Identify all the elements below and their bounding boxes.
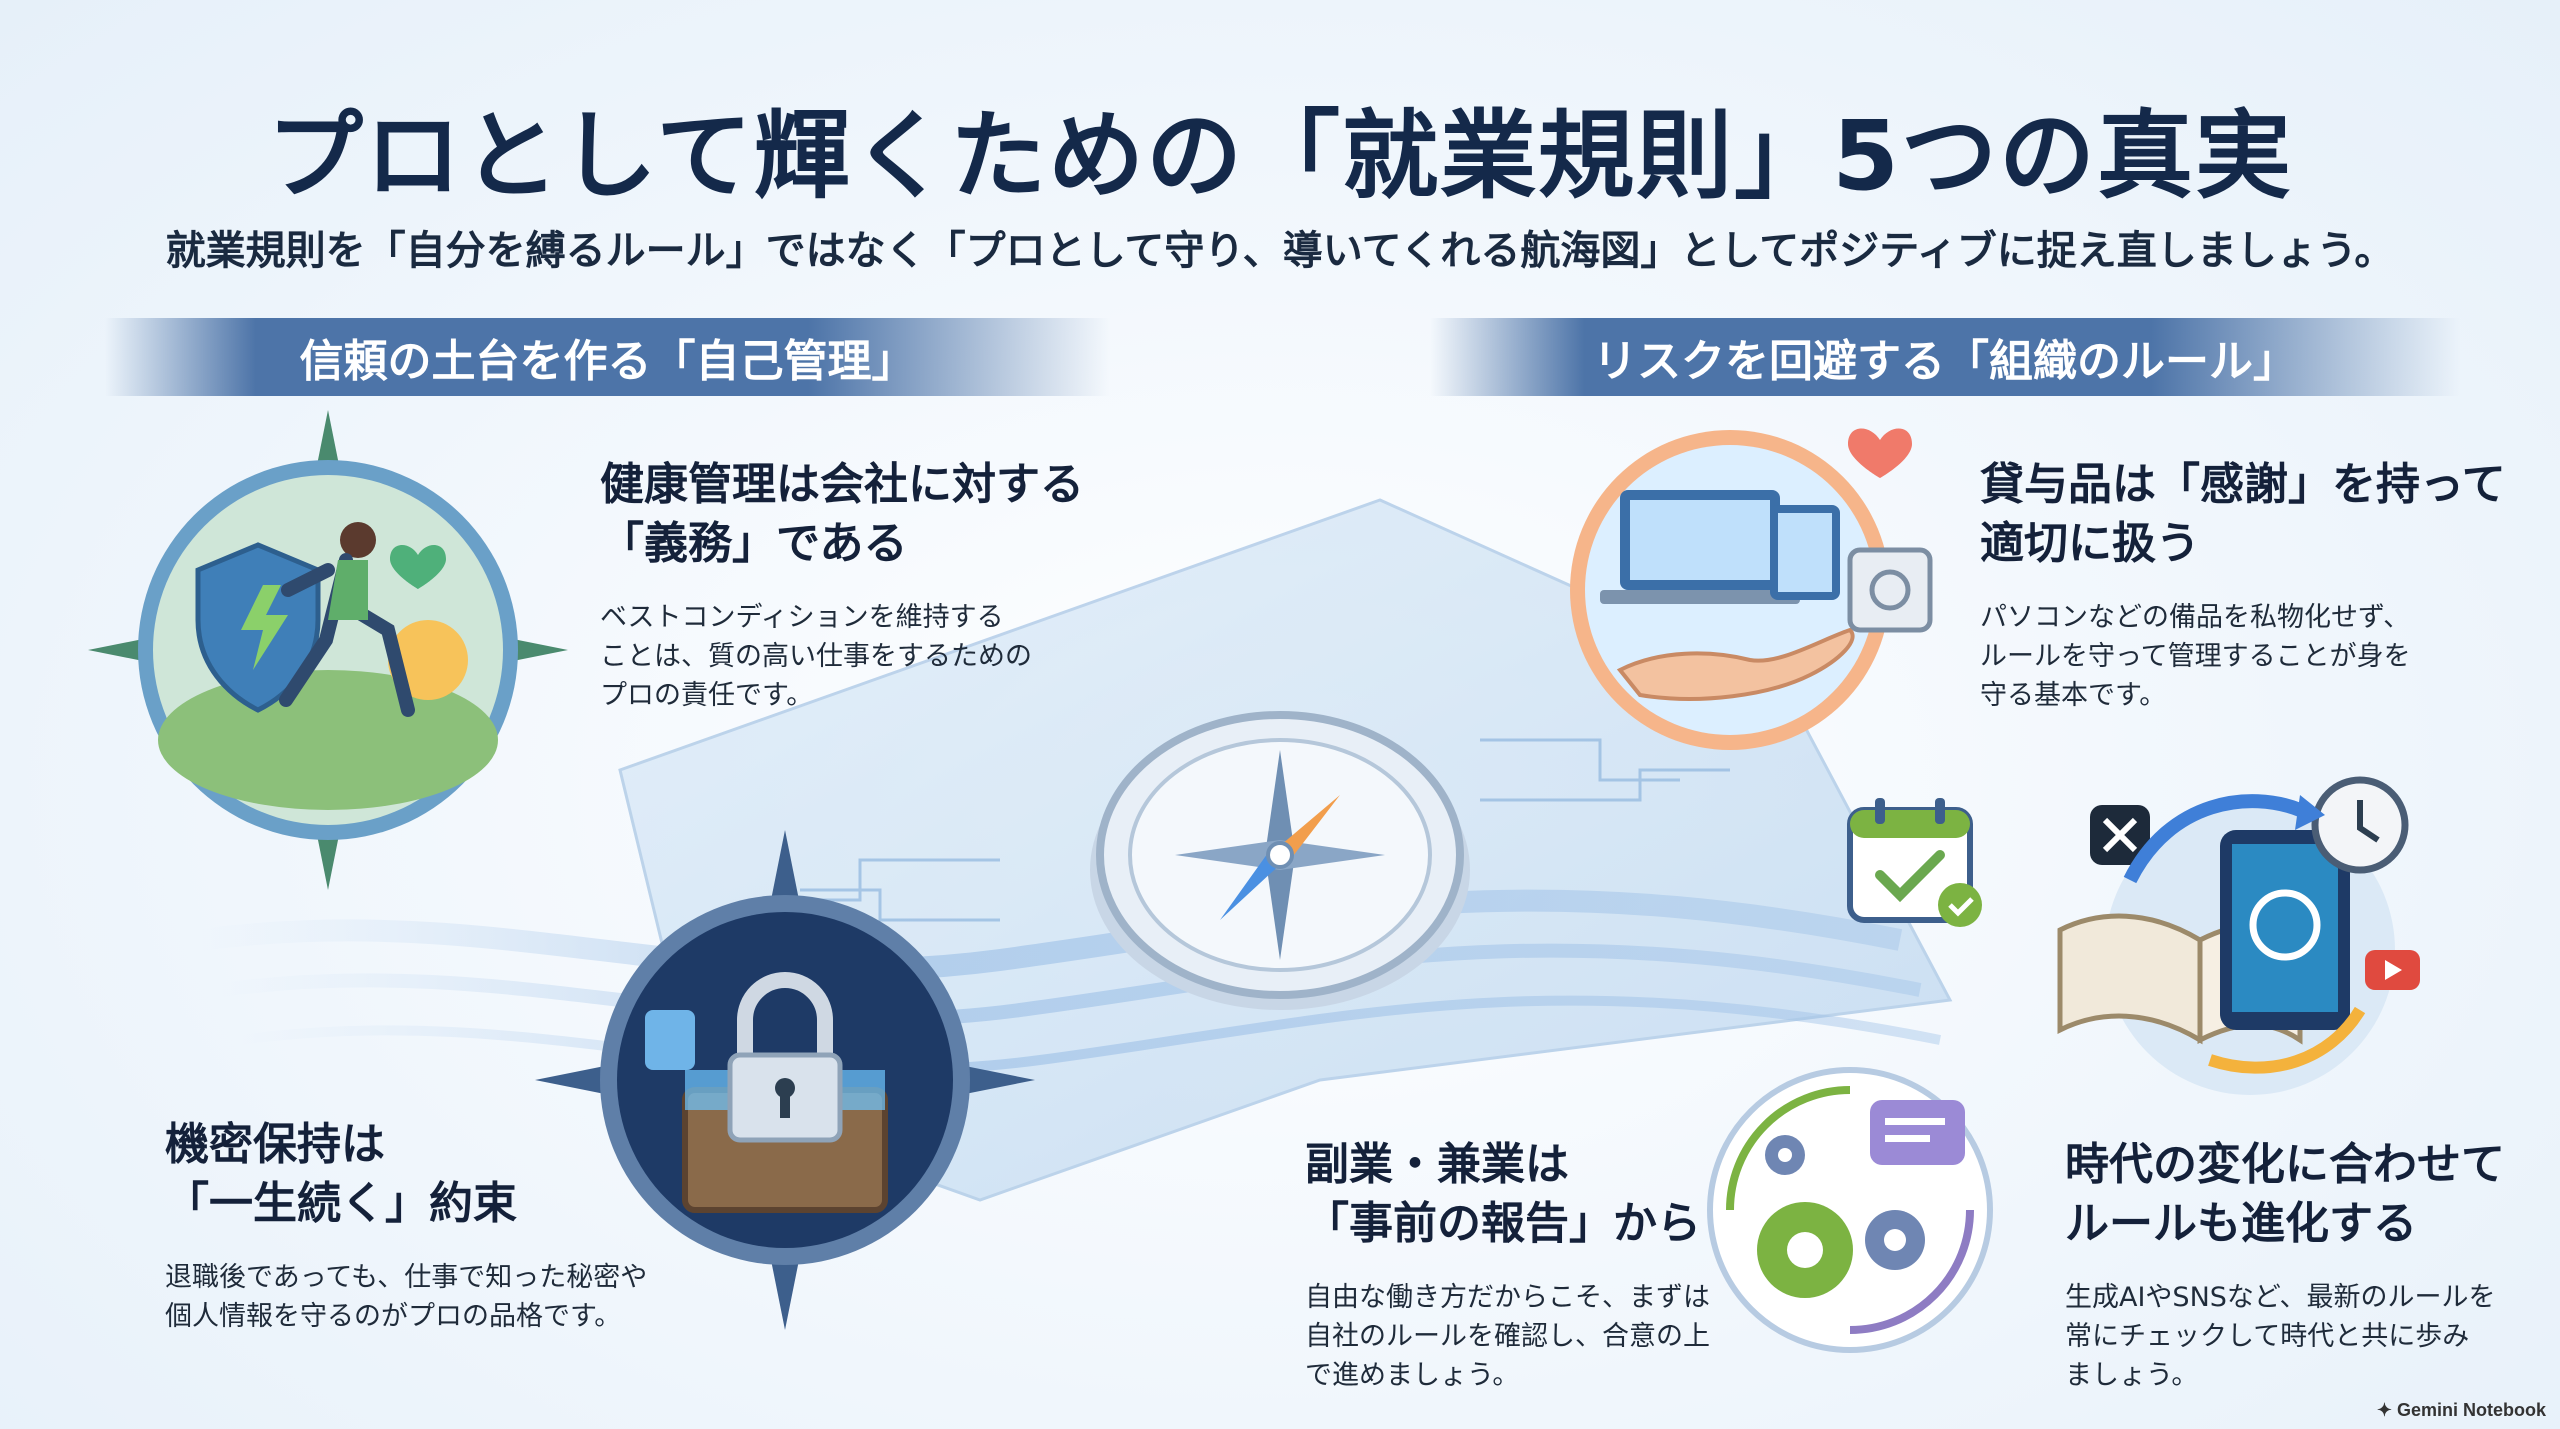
card-change-body-3: ましょう。	[2065, 1360, 2199, 1392]
ai-tablet-book-icon	[2057, 776, 2420, 1095]
card-sidejob-body-2: 自社のルールを確認し、合意の上	[1305, 1320, 1710, 1352]
card-change-title-2: ルールも進化する	[2065, 1198, 2417, 1250]
card-health-body-2: ことは、質の高い仕事をするための	[600, 640, 1032, 672]
compass-icon	[1090, 711, 1470, 1010]
footer-brand-label: Gemini Notebook	[2396, 1400, 2546, 1420]
card-equipment-body-1: パソコンなどの備品を私物化せず、	[1980, 601, 2411, 633]
card-health: 健康管理は会社に対する 「義務」である ベストコンディションを維持する ことは、…	[600, 455, 1160, 715]
card-change-body-1: 生成AIやSNSなど、最新のルールを	[2065, 1281, 2496, 1313]
card-sidejob-title-1: 副業・兼業は	[1305, 1139, 1569, 1190]
card-equipment: 貸与品は「感謝」を持って 適切に扱う パソコンなどの備品を私物化せず、 ルールを…	[1980, 455, 2540, 715]
calendar-check-icon	[1847, 798, 1982, 927]
card-health-title-2: 「義務」である	[600, 518, 908, 570]
card-sidejob-title-2: 「事前の報告」から	[1305, 1198, 1701, 1250]
card-equipment-body-2: ルールを守って管理することが身を	[1980, 640, 2411, 672]
card-change-title-1: 時代の変化に合わせて	[2065, 1139, 2505, 1190]
card-sidejob: 副業・兼業は 「事前の報告」から 自由な働き方だからこそ、まずは 自社のルールを…	[1305, 1135, 1725, 1395]
treasure-chest-lock-icon	[535, 830, 1035, 1330]
card-change: 時代の変化に合わせて ルールも進化する 生成AIやSNSなど、最新のルールを 常…	[2065, 1135, 2545, 1395]
section-header-organization-rules: リスクを回避する「組織のルール」	[1430, 318, 2460, 396]
card-change-body-2: 常にチェックして時代と共に歩み	[2065, 1320, 2470, 1352]
card-secret-body-2: 個人情報を守るのがプロの品格です。	[165, 1300, 622, 1332]
sparkle-icon: ✦	[2376, 1400, 2392, 1420]
card-sidejob-body-3: で進めましょう。	[1305, 1360, 1520, 1392]
card-secret-body-1: 退職後であっても、仕事で知った秘密や	[165, 1261, 648, 1293]
card-equipment-title-2: 適切に扱う	[1980, 518, 2200, 570]
card-sidejob-body-1: 自由な働き方だからこそ、まずは	[1305, 1281, 1710, 1313]
laptop-tablet-hand-icon	[1570, 428, 1933, 750]
card-equipment-title-1: 貸与品は「感謝」を持って	[1980, 459, 2506, 510]
gears-chat-icon	[1707, 1067, 1993, 1353]
card-secret-title-2: 「一生続く」約束	[165, 1178, 517, 1230]
card-equipment-body-3: 守る基本です。	[1980, 680, 2167, 712]
card-health-body-1: ベストコンディションを維持する	[600, 601, 1004, 633]
section-header-self-management-label: 信頼の土台を作る「自己管理」	[299, 336, 916, 387]
card-secret: 機密保持は 「一生続く」約束 退職後であっても、仕事で知った秘密や 個人情報を守…	[165, 1115, 725, 1336]
footer-brand: ✦ Gemini Notebook	[2377, 1400, 2546, 1421]
section-header-self-management: 信頼の土台を作る「自己管理」	[105, 318, 1110, 396]
page-subtitle: 就業規則を「自分を縛るルール」ではなく「プロとして守り、導いてくれる航海図」とし…	[165, 228, 2395, 274]
card-secret-title-1: 機密保持は	[165, 1119, 385, 1170]
page-title: プロとして輝くための「就業規則」5つの真実	[267, 100, 2293, 212]
card-health-title-1: 健康管理は会社に対する	[600, 459, 1084, 510]
health-running-icon	[88, 410, 568, 890]
card-health-body-3: プロの責任です。	[600, 680, 814, 712]
section-header-organization-rules-label: リスクを回避する「組織のルール」	[1593, 336, 2297, 387]
